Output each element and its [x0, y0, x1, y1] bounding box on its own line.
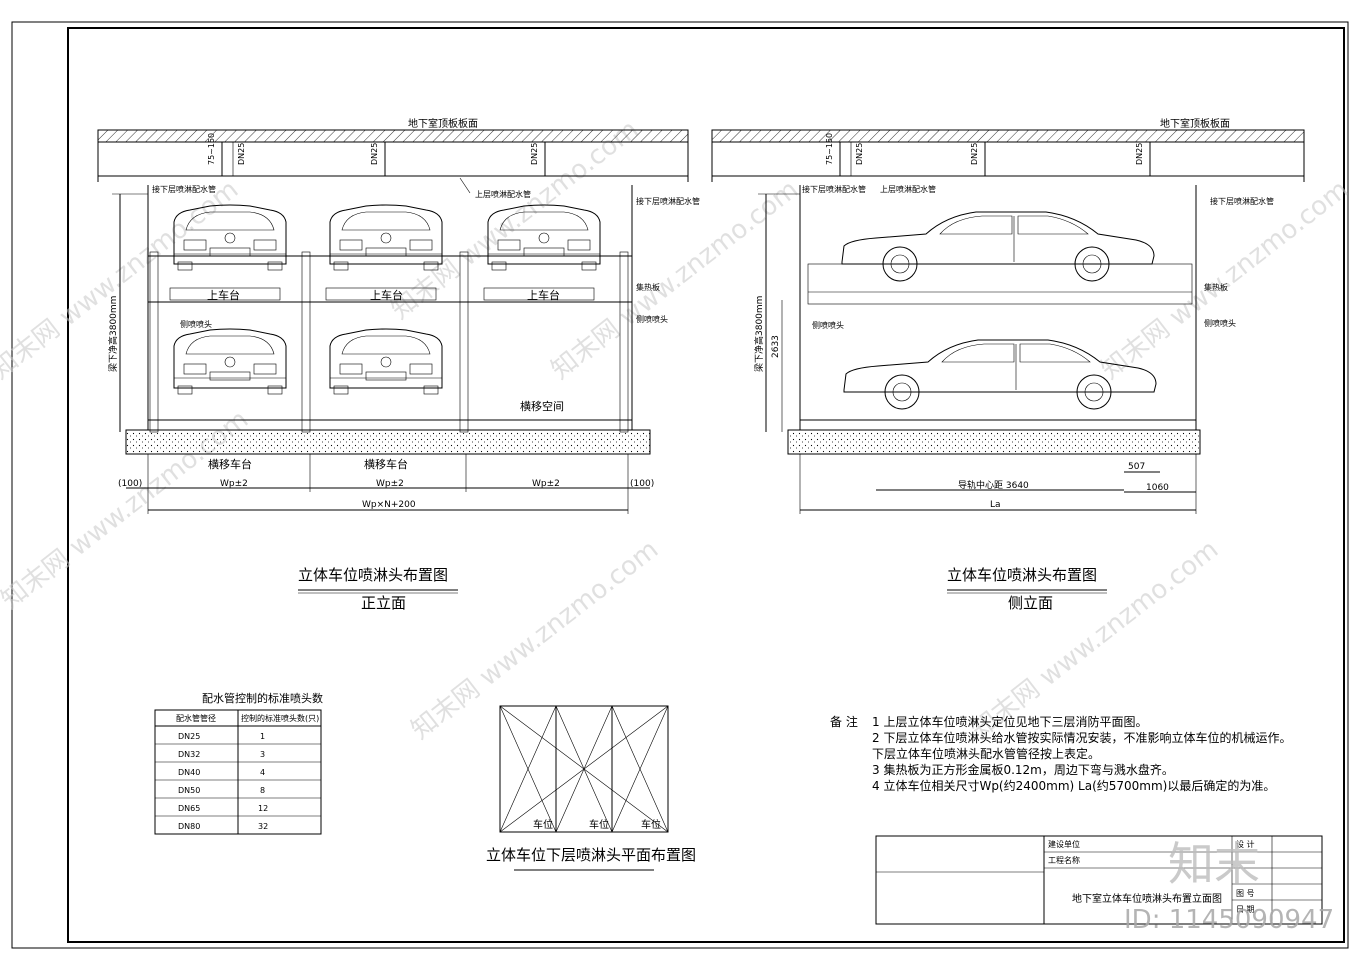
svg-text:12: 12: [258, 804, 268, 813]
svg-text:工程名称: 工程名称: [1048, 855, 1080, 865]
svg-text:上车台: 上车台: [370, 288, 403, 302]
svg-text:4: 4: [260, 768, 265, 777]
svg-text:8: 8: [260, 786, 265, 795]
svg-text:建设单位: 建设单位: [1048, 839, 1080, 849]
svg-text:1060: 1060: [1146, 483, 1169, 493]
svg-text:(100): (100): [118, 479, 142, 489]
svg-text:DN25: DN25: [1135, 143, 1144, 165]
svg-text:地下室立体车位喷淋头布置立面图: 地下室立体车位喷淋头布置立面图: [1072, 892, 1222, 905]
svg-text:图 号: 图 号: [1236, 889, 1255, 898]
svg-text:2633: 2633: [771, 335, 781, 358]
svg-text:DN25: DN25: [237, 143, 246, 165]
svg-text:集热板: 集热板: [636, 282, 660, 292]
svg-text:DN25: DN25: [855, 143, 864, 165]
svg-text:接下层喷淋配水管: 接下层喷淋配水管: [152, 184, 216, 194]
svg-text:Wp±2: Wp±2: [532, 479, 560, 489]
svg-text:1 上层立体车位喷淋头定位见地下三层消防平面图。: 1 上层立体车位喷淋头定位见地下三层消防平面图。: [872, 714, 1147, 729]
svg-text:日 期: 日 期: [1236, 905, 1255, 914]
svg-text:正立面: 正立面: [361, 594, 406, 612]
table-header: 配水管管径: [176, 713, 216, 723]
svg-text:横移车台: 横移车台: [208, 457, 252, 471]
svg-text:DN25: DN25: [530, 143, 539, 165]
svg-text:(100): (100): [630, 479, 654, 489]
svg-text:立体车位喷淋头布置图: 立体车位喷淋头布置图: [298, 566, 448, 584]
svg-text:Wp±2: Wp±2: [376, 479, 404, 489]
svg-text:知末网 www.znzmo.com: 知末网 www.znzmo.com: [1096, 175, 1354, 386]
svg-text:侧立面: 侧立面: [1008, 594, 1053, 612]
watermark-logo: 知末: [1168, 837, 1260, 891]
svg-text:上车台: 上车台: [527, 288, 560, 302]
side-elevation: 地下室顶板板面 75~150 DN25 DN25 DN25 接下层喷淋配水管 上…: [711, 117, 1305, 612]
svg-text:立体车位下层喷淋头平面布置图: 立体车位下层喷淋头平面布置图: [486, 846, 696, 864]
title-block: 建设单位 工程名称 设 计 地下室立体车位喷淋头布置立面图 图 号 日 期: [875, 835, 1323, 925]
watermark-id: ID: 1145090947: [1124, 905, 1334, 935]
svg-text:上车台: 上车台: [207, 288, 240, 302]
svg-text:DN25: DN25: [178, 732, 200, 741]
svg-text:DN40: DN40: [178, 768, 200, 777]
svg-text:梁下净高3800mm: 梁下净高3800mm: [753, 296, 765, 372]
svg-text:32: 32: [258, 822, 268, 831]
svg-text:侧喷喷头: 侧喷喷头: [180, 319, 212, 329]
svg-text:上层喷淋配水管: 上层喷淋配水管: [880, 184, 936, 194]
svg-text:接下层喷淋配水管: 接下层喷淋配水管: [802, 184, 866, 194]
svg-text:4 立体车位相关尺寸Wp(约2400mm) La(约57: 4 立体车位相关尺寸Wp(约2400mm) La(约5700mm)以最后确定的为…: [872, 778, 1275, 793]
svg-text:75~150: 75~150: [207, 133, 216, 165]
svg-text:Wp×N+200: Wp×N+200: [362, 500, 416, 510]
svg-text:集热板: 集热板: [1204, 282, 1228, 292]
svg-text:DN50: DN50: [178, 786, 200, 795]
svg-text:配水管控制的标准喷头数: 配水管控制的标准喷头数: [202, 691, 323, 705]
svg-text:3: 3: [260, 750, 265, 759]
svg-text:3 集热板为正方形金属板0.12m，周边下弯与溅水盘齐。: 3 集热板为正方形金属板0.12m，周边下弯与溅水盘齐。: [872, 762, 1174, 777]
svg-text:DN65: DN65: [178, 804, 200, 813]
svg-text:侧喷喷头: 侧喷喷头: [636, 314, 668, 324]
svg-text:Wp±2: Wp±2: [220, 479, 248, 489]
svg-text:接下层喷淋配水管: 接下层喷淋配水管: [1210, 196, 1274, 206]
sprinkler-table: 配水管控制的标准喷头数 配水管管径 控制的标准喷头数(只) DN25 1 DN3…: [154, 691, 323, 835]
svg-text:地下室顶板板面: 地下室顶板板面: [1160, 117, 1230, 130]
svg-text:2 下层立体车位喷淋头给水管按实际情况安装，不准影响立体车: 2 下层立体车位喷淋头给水管按实际情况安装，不准影响立体车位的机械运作。: [872, 730, 1291, 745]
table-header: 控制的标准喷头数(只): [241, 713, 319, 723]
lower-plan: 车位 车位 车位 立体车位下层喷淋头平面布置图: [486, 705, 696, 871]
svg-text:DN25: DN25: [370, 143, 379, 165]
svg-text:横移空间: 横移空间: [520, 399, 564, 413]
svg-text:接下层喷淋配水管: 接下层喷淋配水管: [636, 196, 700, 206]
svg-text:立体车位喷淋头布置图: 立体车位喷淋头布置图: [947, 566, 1097, 584]
svg-text:设 计: 设 计: [1236, 839, 1255, 849]
front-elevation: 地下室顶板板面 75~150 DN25 DN25 DN25 接下层喷淋配水管 上…: [97, 117, 700, 612]
svg-text:备 注: 备 注: [830, 714, 858, 729]
svg-text:梁下净高3800mm: 梁下净高3800mm: [107, 296, 119, 372]
svg-text:La: La: [990, 500, 1001, 510]
svg-text:DN32: DN32: [178, 750, 200, 759]
svg-text:车位: 车位: [641, 818, 661, 831]
notes: 备 注 1 上层立体车位喷淋头定位见地下三层消防平面图。 2 下层立体车位喷淋头…: [830, 714, 1291, 793]
svg-text:横移车台: 横移车台: [364, 457, 408, 471]
svg-text:75~150: 75~150: [825, 133, 834, 165]
svg-text:1: 1: [260, 732, 265, 741]
svg-text:导轨中心距 3640: 导轨中心距 3640: [958, 479, 1029, 491]
svg-text:地下室顶板板面: 地下室顶板板面: [408, 117, 478, 130]
svg-text:知末网 www.znzmo.com: 知末网 www.znzmo.com: [546, 175, 804, 386]
svg-text:车位: 车位: [589, 818, 609, 831]
svg-text:DN80: DN80: [178, 822, 200, 831]
svg-text:上层喷淋配水管: 上层喷淋配水管: [475, 189, 531, 199]
svg-text:507: 507: [1128, 462, 1145, 472]
svg-text:车位: 车位: [533, 818, 553, 831]
svg-text:下层立体车位喷淋头配水管管径按上表定。: 下层立体车位喷淋头配水管管径按上表定。: [872, 746, 1100, 761]
svg-text:侧喷喷头: 侧喷喷头: [812, 320, 844, 330]
svg-text:DN25: DN25: [970, 143, 979, 165]
svg-text:侧喷喷头: 侧喷喷头: [1204, 318, 1236, 328]
